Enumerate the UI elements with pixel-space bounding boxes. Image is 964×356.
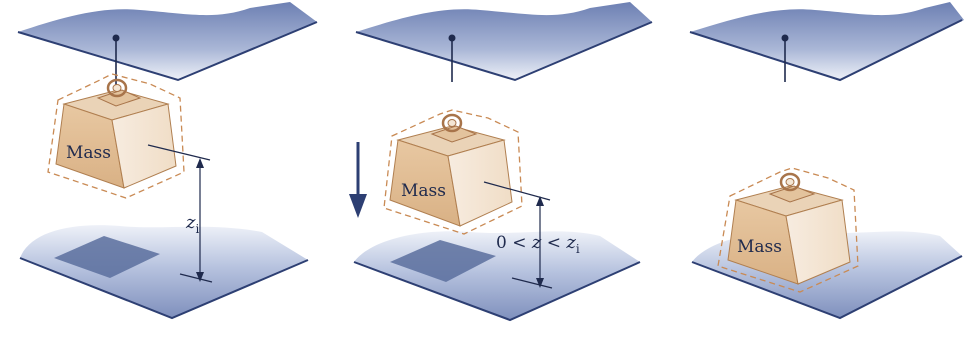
- dimension-arrow-down: [536, 278, 544, 288]
- dimension-leader-bottom: [511, 277, 553, 289]
- panel-falling: Mass 0 < z < zi: [349, 2, 653, 322]
- ceiling-plate-edge: [17, 21, 318, 82]
- ceiling-plate-edge: [689, 19, 963, 82]
- dimension-arrow-down: [196, 272, 204, 282]
- mass-block: [727, 172, 851, 285]
- ceiling-plate-edge: [355, 21, 653, 82]
- floor-plate-edge: [353, 261, 641, 322]
- system-boundary: [717, 167, 859, 293]
- dimension-arrow-up: [196, 158, 204, 168]
- mass-label: Mass: [401, 181, 446, 201]
- system-boundary: [47, 73, 185, 199]
- height-label: zi: [185, 212, 199, 236]
- floor-plate-edge: [19, 257, 309, 320]
- dimension-leader-top: [147, 144, 211, 161]
- mass-block: [55, 78, 177, 189]
- dimension-leader-bottom: [179, 273, 213, 283]
- rod-pivot: [112, 34, 120, 42]
- ceiling-plate: [18, 2, 317, 80]
- height-range-label: 0 < z < zi: [496, 232, 580, 256]
- ceiling-plate: [356, 2, 652, 80]
- dimension-leader-top: [483, 181, 551, 201]
- mass-label: Mass: [737, 237, 782, 257]
- ceiling-plate: [690, 2, 964, 80]
- falling-direction-arrowhead: [349, 194, 367, 218]
- system-boundary: [383, 109, 523, 235]
- floor-plate: [20, 225, 308, 318]
- mass-shadow: [390, 240, 496, 282]
- mass-shadow: [54, 236, 160, 278]
- floor-plate-edge: [691, 255, 963, 320]
- dimension-arrow-up: [536, 196, 544, 206]
- panel-landed: Mass: [689, 2, 964, 320]
- panel-initial: Mass zi: [17, 2, 318, 320]
- rod-pivot: [448, 34, 456, 42]
- mass-label: Mass: [66, 143, 111, 163]
- mass-block: [389, 113, 513, 227]
- rod-pivot: [781, 34, 789, 42]
